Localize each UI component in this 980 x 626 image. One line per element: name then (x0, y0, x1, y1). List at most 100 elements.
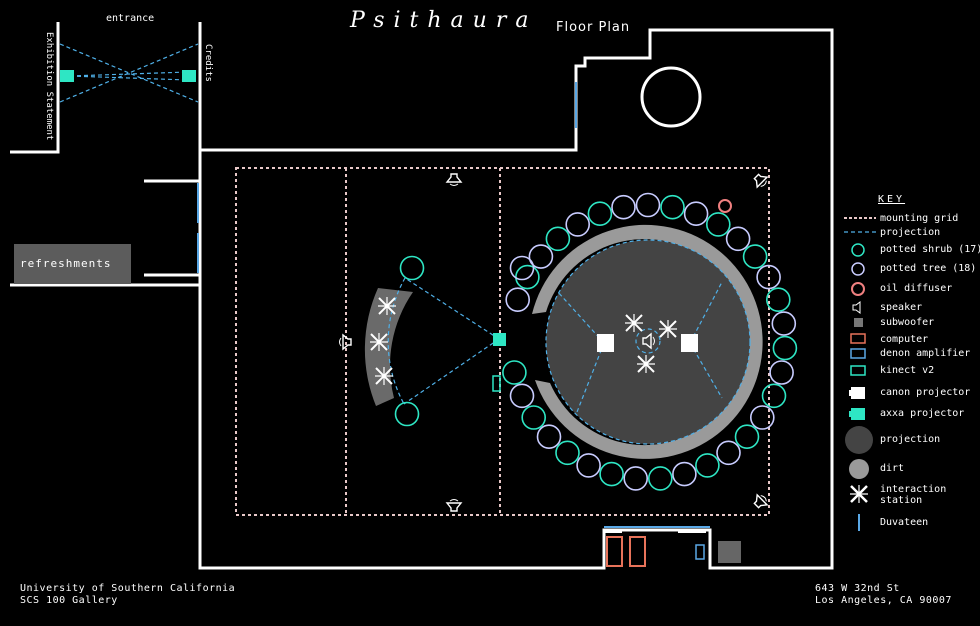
potted-shrub-icon (647, 466, 673, 491)
potted-tree-icon (749, 405, 775, 430)
key-row: kinect v2 (842, 364, 980, 380)
footer-institution: University of Southern California SCS 10… (20, 583, 235, 607)
speaker-icon (642, 332, 655, 350)
speaker-icon (445, 499, 463, 512)
canon-projector-icon (681, 334, 698, 352)
potted-tree-icon (725, 226, 751, 252)
key-label: interaction station (880, 484, 947, 506)
key-label: denon amplifier (880, 348, 971, 359)
mounting-grid (235, 167, 770, 516)
key-label: Duvateen (880, 517, 929, 528)
potted-tree-icon (842, 262, 876, 278)
potted-shrub-icon (742, 244, 768, 269)
speaker-icon (753, 173, 769, 189)
potted-tree-icon (576, 453, 601, 478)
key-row: interaction station (842, 484, 980, 506)
interaction-station-icon (842, 484, 876, 500)
refreshments-table: refreshments (14, 244, 131, 284)
potted-shrub-icon (695, 453, 720, 478)
potted-shrub-icon (399, 255, 425, 281)
key-row: potted shrub (17) (842, 243, 980, 259)
speaker-icon (753, 493, 769, 509)
potted-tree-icon (635, 192, 661, 218)
duvateen-curtains (197, 82, 710, 528)
projection-line-icon (842, 226, 876, 242)
key-row: mounting grid (842, 212, 980, 228)
key-row: dirt (842, 462, 980, 478)
key-row: projection (842, 433, 980, 449)
key-label: computer (880, 334, 929, 345)
kinect-icon (842, 364, 876, 380)
credits-label: Credits (203, 44, 213, 82)
key-row: potted tree (18) (842, 262, 980, 278)
interaction-station-icon (370, 333, 388, 351)
footer-street: 643 W 32nd St (815, 583, 900, 594)
key-label: potted shrub (17) (880, 244, 980, 255)
key-label: projection (880, 434, 941, 445)
potted-shrub-icon (599, 461, 624, 487)
potted-tree-icon (536, 424, 562, 450)
kinect-icon (492, 375, 501, 392)
potted-tree-icon (683, 201, 709, 226)
footer-gallery: SCS 100 Gallery (20, 595, 118, 606)
arc-projection (387, 277, 500, 405)
canon-projector-icon (842, 386, 876, 402)
key-label: projection (880, 227, 941, 238)
duvateen-icon (842, 516, 876, 532)
potted-shrub-icon (545, 226, 571, 252)
speaker-icon (842, 301, 876, 317)
potted-shrub-icon (705, 212, 731, 237)
projection-area (546, 240, 750, 444)
center-projection (545, 239, 751, 445)
entrance-label: entrance (106, 13, 155, 24)
key-label: dirt (880, 463, 905, 474)
interaction-station-icon (637, 355, 655, 373)
key-label: oil diffuser (880, 283, 953, 294)
speakers (339, 173, 769, 512)
key-row: subwoofer (842, 316, 980, 332)
footer-university: University of Southern California (20, 583, 236, 594)
interaction-station-icon (375, 367, 393, 385)
potted-tree-icon (565, 212, 591, 237)
oil-diffuser-icon (842, 282, 876, 298)
computer-icon (629, 536, 646, 567)
potted-shrub-icon (502, 360, 527, 385)
potted-tree-icon (771, 311, 797, 336)
potted-shrub-icon (587, 201, 613, 226)
potted-tree-icon (672, 461, 697, 487)
round-room (640, 66, 702, 128)
exhibition-statement-label: Exhibition Statement (44, 32, 54, 141)
potted-tree-icon (623, 466, 649, 491)
oil-diffuser-icon (718, 199, 732, 213)
axxa-projector-icon (493, 333, 506, 346)
canon-projector-icon (597, 334, 614, 352)
potted-shrub-icon (734, 424, 760, 450)
key-row: axxa projector (842, 407, 980, 423)
key-label: potted tree (18) (880, 263, 977, 274)
key-row: computer (842, 333, 980, 349)
key-label: canon projector (880, 387, 971, 398)
key-row: projection (842, 226, 980, 242)
entrance-projection (59, 43, 199, 103)
potted-shrub-icon (515, 264, 540, 290)
key-row: speaker (842, 301, 980, 317)
key-title: KEY (878, 194, 906, 205)
gallery-walls (10, 22, 834, 570)
dirt-icon (842, 462, 876, 478)
interaction-station-icon (659, 320, 677, 338)
subwoofer-icon (718, 541, 741, 563)
key-label: mounting grid (880, 213, 959, 224)
potted-shrub-icon (660, 194, 685, 220)
page-subtitle: Floor Plan (556, 20, 631, 35)
projection-area-icon (842, 433, 876, 449)
key-symbols (844, 217, 876, 531)
interaction-station-icon (850, 485, 868, 503)
subwoofer-icon (842, 316, 876, 332)
potted-shrub-icon (842, 243, 876, 259)
key-label: kinect v2 (880, 365, 935, 376)
key-row: canon projector (842, 386, 980, 402)
speaker-icon (339, 333, 352, 351)
axxa-projector-icon (60, 70, 74, 82)
potted-tree-icon (769, 360, 794, 385)
potted-shrub-icon (555, 440, 580, 466)
